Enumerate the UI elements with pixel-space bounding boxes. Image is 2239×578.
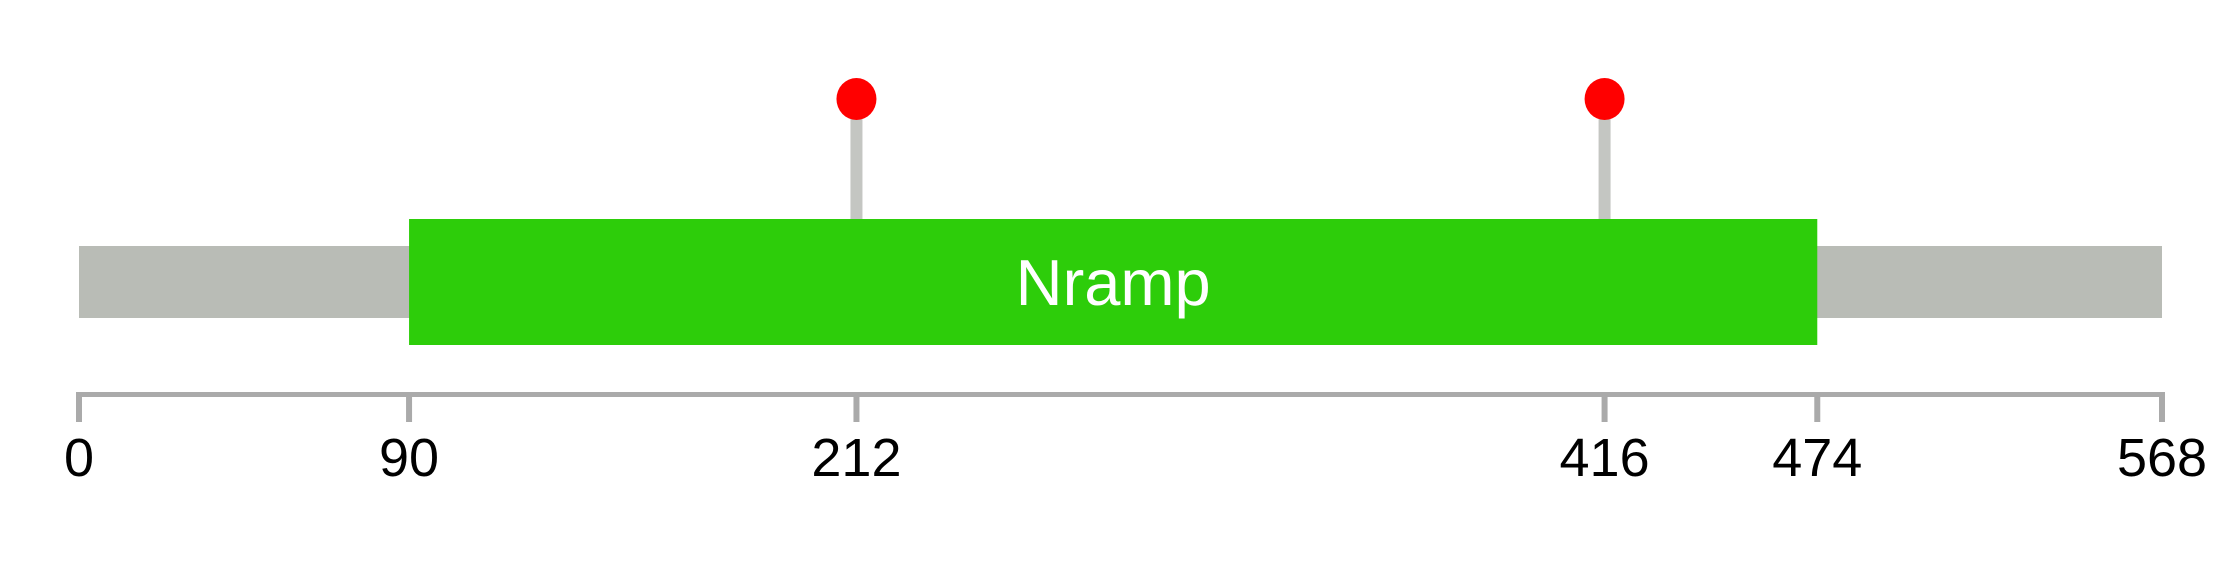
lollipop-head	[1584, 78, 1625, 120]
lollipop-head	[836, 78, 877, 120]
axis-tick-label: 568	[2117, 428, 2207, 488]
axis-tick-label: 90	[379, 428, 439, 488]
axis-tick-label: 474	[1772, 428, 1862, 488]
axis-tick-label: 212	[811, 428, 901, 488]
axis-tick-label: 416	[1560, 428, 1650, 488]
axis-tick-label: 0	[64, 428, 94, 488]
domain-box	[409, 219, 1818, 345]
domain-label: Nramp	[1016, 246, 1211, 319]
